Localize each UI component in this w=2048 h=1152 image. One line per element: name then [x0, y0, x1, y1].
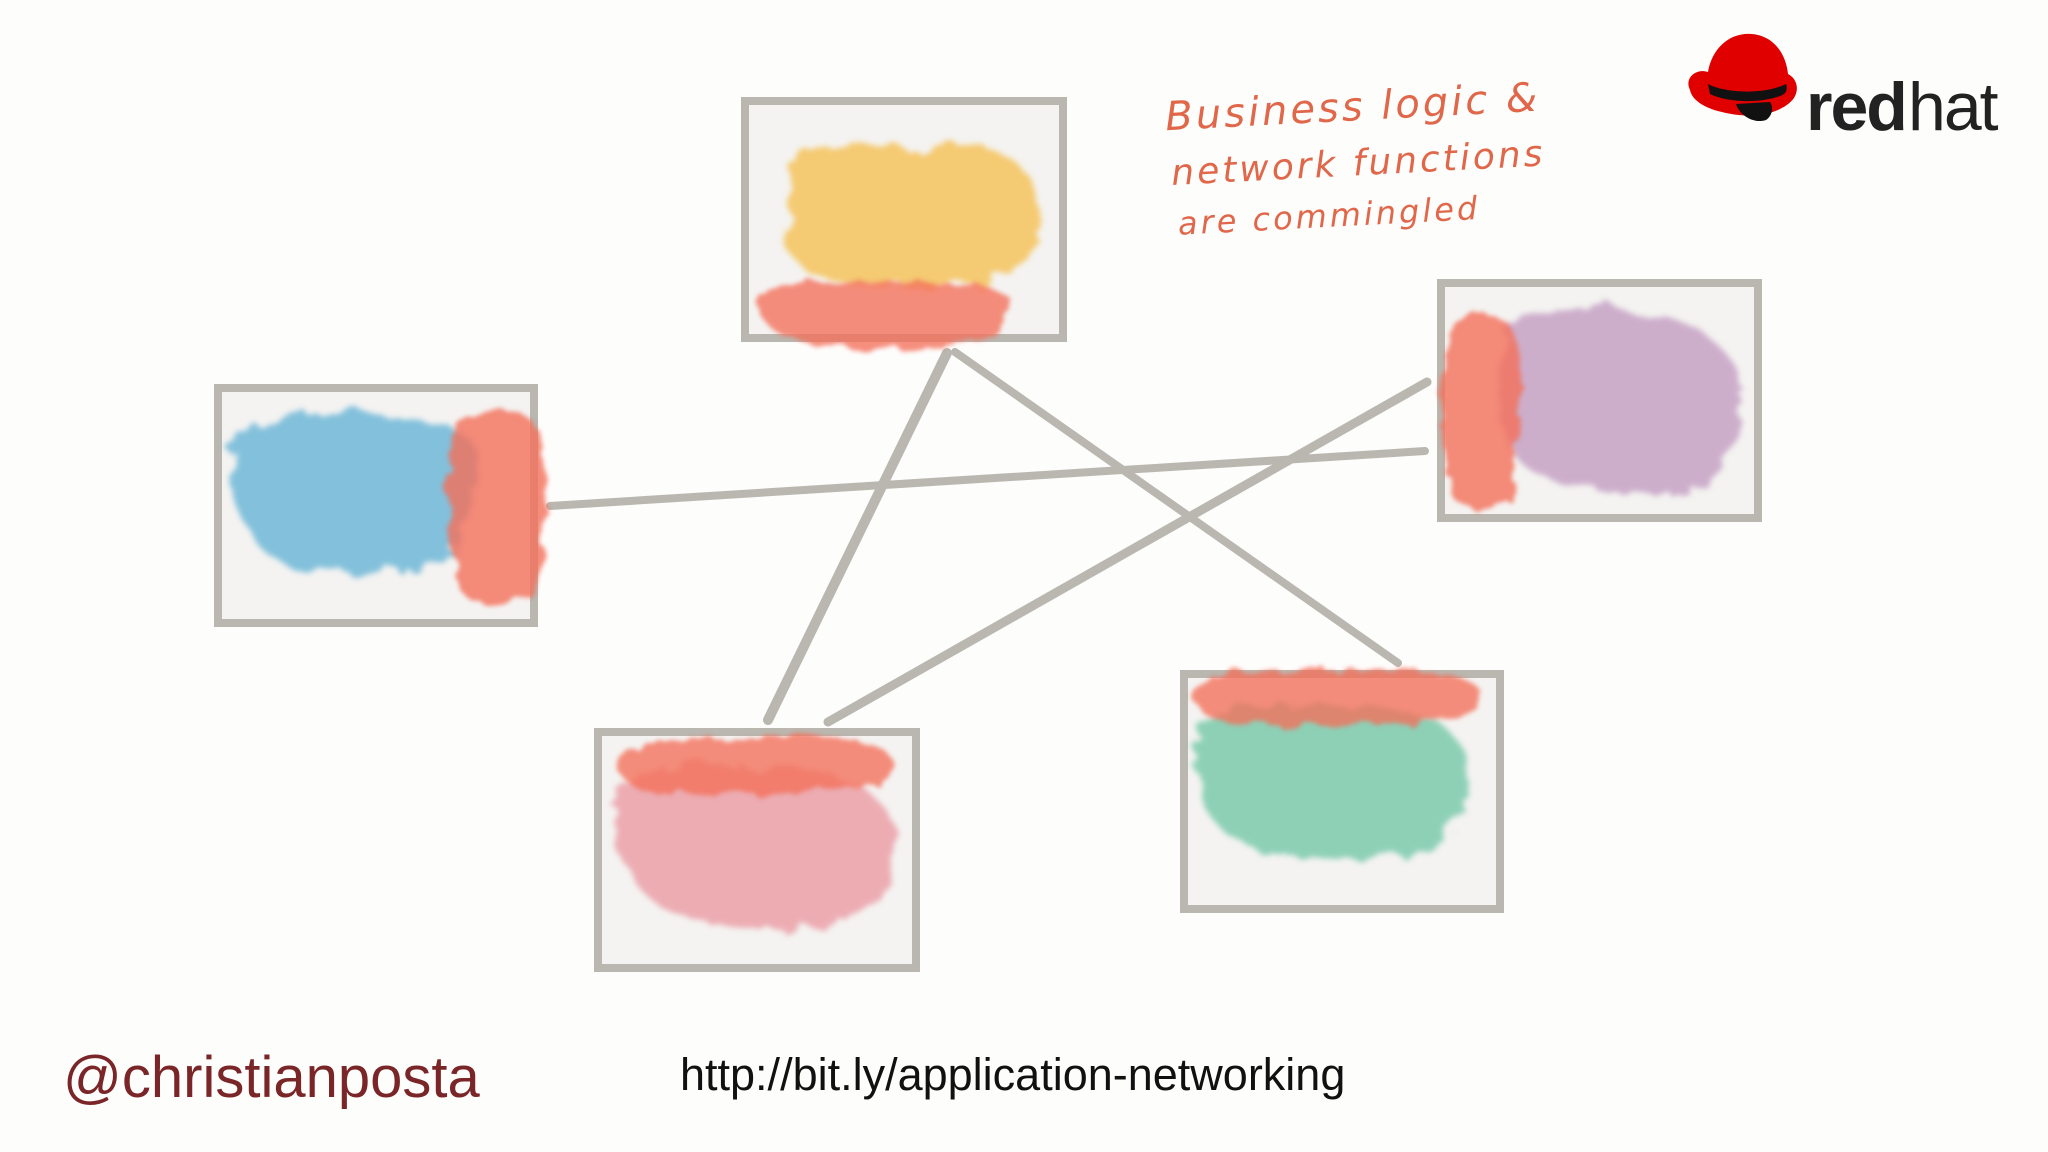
business-logic-blob — [230, 411, 481, 574]
connector-left-to-right — [546, 447, 1429, 510]
shadowman-hat-icon — [1688, 33, 1797, 116]
business-logic-blob — [782, 143, 1042, 288]
connectors — [546, 348, 1432, 727]
connector-right-to-bottom-left — [823, 377, 1432, 727]
annotation-line-1: Business logic & — [1164, 75, 1541, 141]
business-logic-blob — [1498, 307, 1743, 495]
shadowman-icon — [1688, 33, 1797, 122]
redhat-logo: red hat — [1682, 28, 2012, 145]
reference-url[interactable]: http://bit.ly/application-networking — [680, 1049, 1346, 1100]
business-logic-blob — [1196, 704, 1470, 860]
annotation-line-3: are commingled — [1177, 189, 1481, 243]
connector-top-to-bottom-right — [951, 348, 1402, 667]
author-handle: @christianposta — [63, 1045, 480, 1110]
network-functions-blob — [619, 737, 891, 795]
annotation-line-2: network functions — [1170, 133, 1546, 194]
service-box-bottom-left — [594, 728, 920, 972]
service-box-left — [214, 384, 546, 627]
annotation: Business logic & network functions are c… — [1164, 75, 1546, 243]
shadowman-face-icon — [1736, 102, 1773, 122]
shadowman-band-icon — [1708, 84, 1787, 102]
logo-word-red: red — [1806, 69, 1908, 145]
logo-word-hat: hat — [1908, 69, 1999, 145]
network-functions-blob — [1444, 314, 1522, 510]
connector-top-to-bottom-left — [763, 348, 952, 725]
service-box-bottom-right — [1180, 669, 1504, 913]
business-logic-blob — [611, 765, 896, 930]
network-functions-blob — [1194, 669, 1481, 726]
service-box-right — [1437, 279, 1762, 522]
network-functions-blob — [759, 280, 1013, 350]
service-box-top — [741, 97, 1067, 350]
network-functions-blob — [448, 408, 546, 606]
